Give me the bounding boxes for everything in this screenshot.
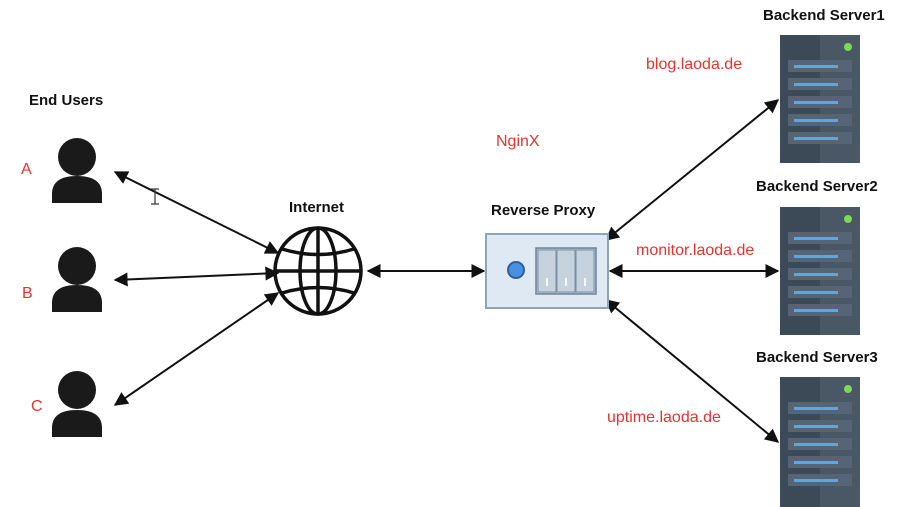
arrow-b-internet [113,266,280,287]
arrow-c-internet [113,292,280,406]
globe-icon [273,226,363,316]
domain-monitor-label: monitor.laoda.de [636,242,755,259]
arrow-proxy-server1 [604,99,780,241]
server2-icon [780,207,860,335]
server3-icon [780,377,860,507]
reverse-proxy-label: Reverse Proxy [491,202,596,219]
text-cursor-icon [151,188,159,205]
server2-label: Backend Server2 [756,178,878,195]
user-b-label: B [22,285,33,302]
internet-label: Internet [289,199,345,216]
user-a-label: A [21,161,32,178]
user-c-label: C [31,398,43,415]
end-users-label: End Users [29,92,104,109]
server1-label: Backend Server1 [763,7,885,24]
user-c-icon [52,371,102,437]
nginx-label: NginX [496,133,540,150]
domain-blog-label: blog.laoda.de [646,56,743,73]
arrow-a-internet [113,171,280,254]
proxy-server-icon [485,233,609,309]
server1-icon [780,35,860,163]
user-a-icon [52,138,102,203]
server3-label: Backend Server3 [756,349,878,366]
user-b-icon [52,247,102,312]
arrow-proxy-server3 [604,299,780,443]
domain-uptime-label: uptime.laoda.de [607,409,721,426]
